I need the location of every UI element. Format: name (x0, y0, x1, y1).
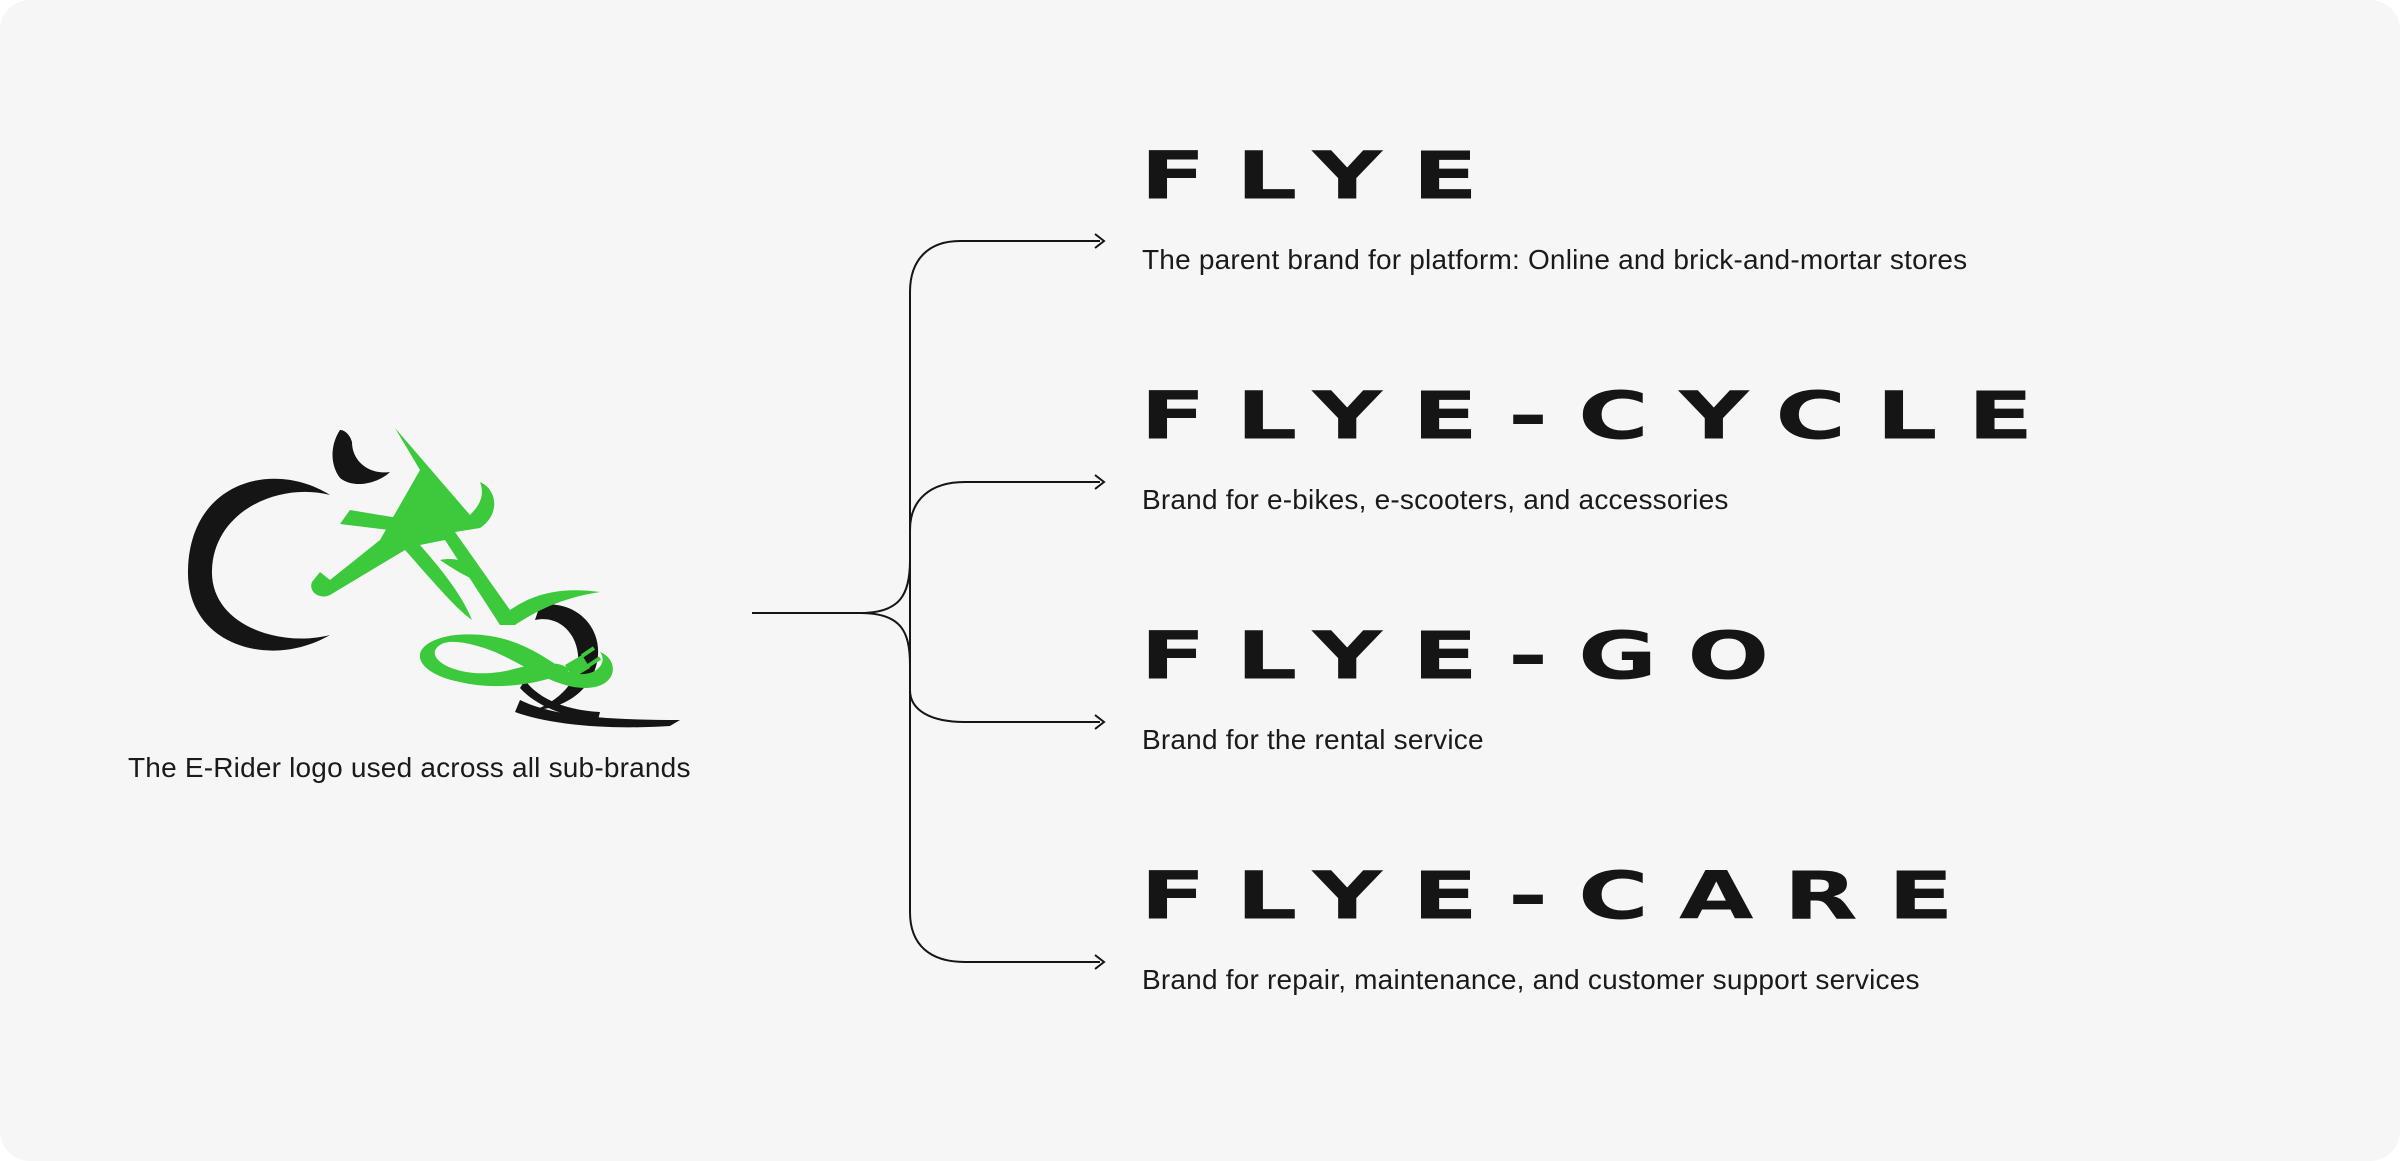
connector-branch-flye-care (909, 690, 1100, 963)
brand-name: FLYE-CARE (1140, 857, 1984, 934)
connector-branch-flye-go (859, 612, 1100, 723)
brand-description: Brand for the rental service (1142, 724, 1484, 755)
brand-name: FLYE (1140, 137, 1509, 214)
brand-flye-go: FLYE-GO Brand for the rental service (1140, 623, 1769, 755)
arrow-head-flye-care (1094, 954, 1106, 970)
arrow-head-flye-go (1094, 714, 1106, 730)
e-rider-logo (180, 420, 690, 735)
logo-caption: The E-Rider logo used across all sub-bra… (128, 752, 691, 783)
connector-branch-flye-cycle (909, 481, 1100, 531)
brand-description: Brand for repair, maintenance, and custo… (1142, 964, 1920, 995)
e-rider-cyclist-icon (187, 428, 680, 728)
arrow-head-flye-cycle (1094, 474, 1106, 490)
brand-name: FLYE-GO (1140, 617, 1800, 694)
brand-description: The parent brand for platform: Online an… (1142, 244, 1968, 275)
connector-branch-flye (859, 240, 1100, 614)
brand-flye-care: FLYE-CARE Brand for repair, maintenance,… (1140, 863, 1954, 995)
arrow-head-flye (1094, 233, 1106, 249)
brand-name: FLYE-CYCLE (1140, 377, 2064, 454)
brand-flye: FLYE The parent brand for platform: Onli… (1140, 143, 1967, 275)
brand-flye-cycle: FLYE-CYCLE Brand for e-bikes, e-scooters… (1140, 383, 2033, 515)
brand-description: Brand for e-bikes, e-scooters, and acces… (1142, 484, 1729, 515)
